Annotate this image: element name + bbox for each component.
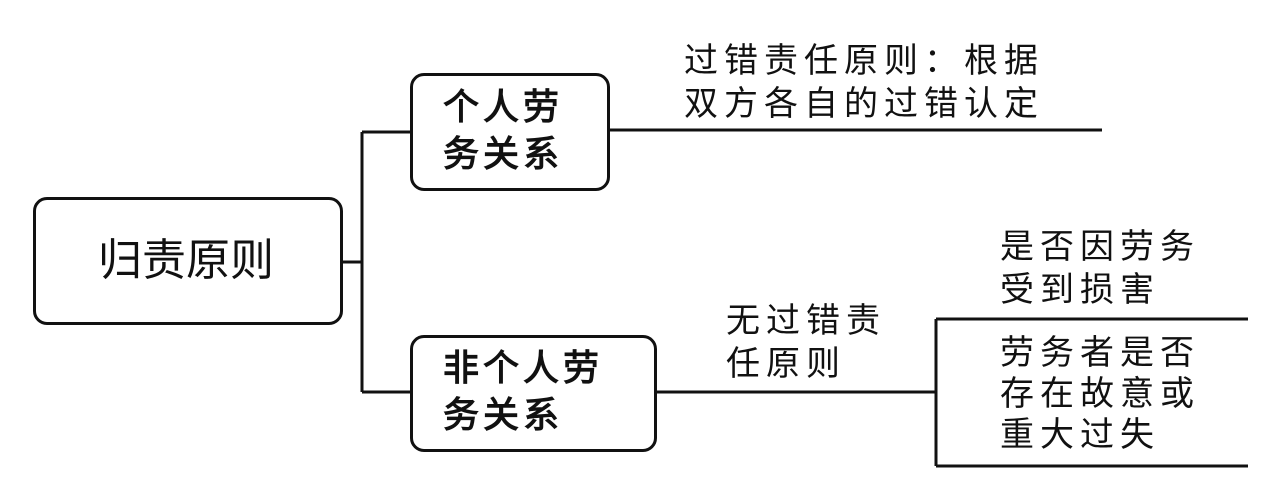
condition-item-fault: 劳务者是否 存在故意或 重大过失	[1000, 333, 1200, 455]
branch1-rule-note: 过错责任原则：根据 双方各自的过错认定	[684, 41, 1044, 124]
root-node	[33, 197, 343, 325]
root-node-label: 归责原则	[98, 235, 274, 286]
branch-node-nonpersonal-labor	[410, 335, 657, 452]
branch-node-personal-labor	[410, 73, 610, 191]
branch2-rule-note: 无过错责 任原则	[726, 301, 886, 384]
condition-item-damage: 是否因劳务 受到损害	[1000, 227, 1200, 310]
branch-node-nonpersonal-labor-label: 非个人劳 务关系	[443, 347, 604, 436]
branch-node-personal-labor-label: 个人劳 务关系	[443, 86, 564, 175]
